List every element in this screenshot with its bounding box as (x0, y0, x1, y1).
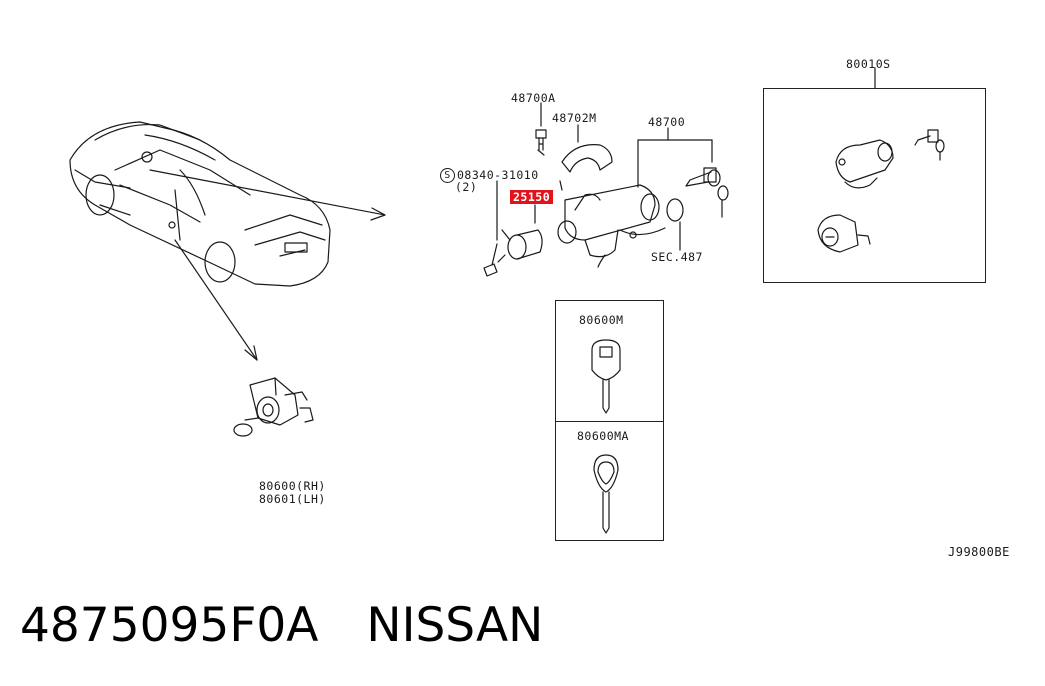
bolt (483, 243, 498, 277)
steering-clamp (561, 144, 613, 173)
footer-title: 4875095F0A NISSAN (20, 596, 543, 656)
car-illustration (69, 121, 331, 287)
key-box-bottom (555, 421, 664, 541)
pointer-arrows (149, 169, 386, 361)
leader-lines (496, 67, 876, 251)
callout-80600MA[interactable]: 80600MA (577, 429, 629, 443)
shear-screw (535, 129, 547, 156)
callout-48700A[interactable]: 48700A (511, 91, 556, 105)
callout-48702M[interactable]: 48702M (552, 111, 597, 125)
door-lock-assembly (233, 377, 314, 437)
kit-parts (817, 129, 945, 253)
kit-box (763, 88, 986, 283)
footer-part-number: 4875095F0A (20, 598, 319, 653)
bolt-symbol-badge: S (440, 168, 455, 183)
callout-door-rh[interactable]: 80600(RH) (259, 479, 326, 493)
ignition-lock-assembly (557, 167, 729, 268)
callout-48700[interactable]: 48700 (648, 115, 686, 129)
callout-sec487[interactable]: SEC.487 (651, 250, 703, 264)
master-key (591, 339, 621, 414)
bolt-symbol: S (440, 168, 455, 183)
callout-80010S[interactable]: 80010S (846, 57, 891, 71)
callout-door-lh[interactable]: 80601(LH) (259, 492, 326, 506)
callout-25150-highlighted[interactable]: 25150 (509, 190, 554, 204)
sub-key (593, 454, 619, 534)
lock-cylinder (497, 229, 543, 263)
footer-brand: NISSAN (366, 598, 544, 653)
callout-80600M[interactable]: 80600M (579, 313, 624, 327)
callout-bolt-qty: (2) (455, 180, 478, 194)
callout-bolt[interactable]: 08340-31010 (457, 168, 539, 182)
diagram-reference: J99800BE (948, 545, 1010, 559)
